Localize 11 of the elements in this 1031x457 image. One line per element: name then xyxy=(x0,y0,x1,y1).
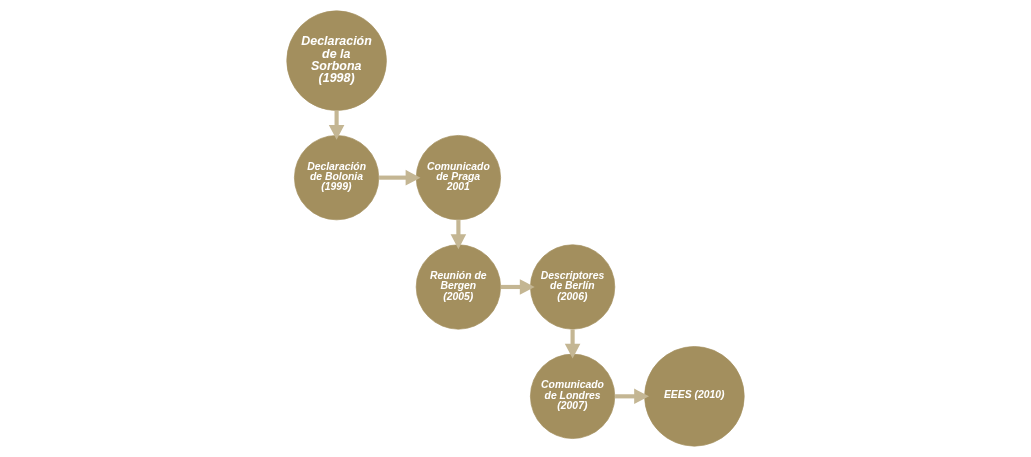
arrow xyxy=(500,279,535,295)
node-circle: Comunicado de Praga 2001 xyxy=(415,135,501,221)
node-circle: Comunicado de Londres (2007) xyxy=(530,353,616,439)
arrow xyxy=(564,329,581,359)
node-circle: Reunión de Bergen (2005) xyxy=(415,244,501,330)
node-circle: Declaración de Bolonia (1999) xyxy=(294,135,380,221)
node-circle: EEES (2010) xyxy=(644,346,745,447)
node-circle: Declaración de la Sorbona (1998) xyxy=(286,10,387,111)
arrow xyxy=(615,388,649,405)
arrow xyxy=(379,169,421,186)
node-circle: Descriptores de Berlín (2006) xyxy=(530,244,616,330)
